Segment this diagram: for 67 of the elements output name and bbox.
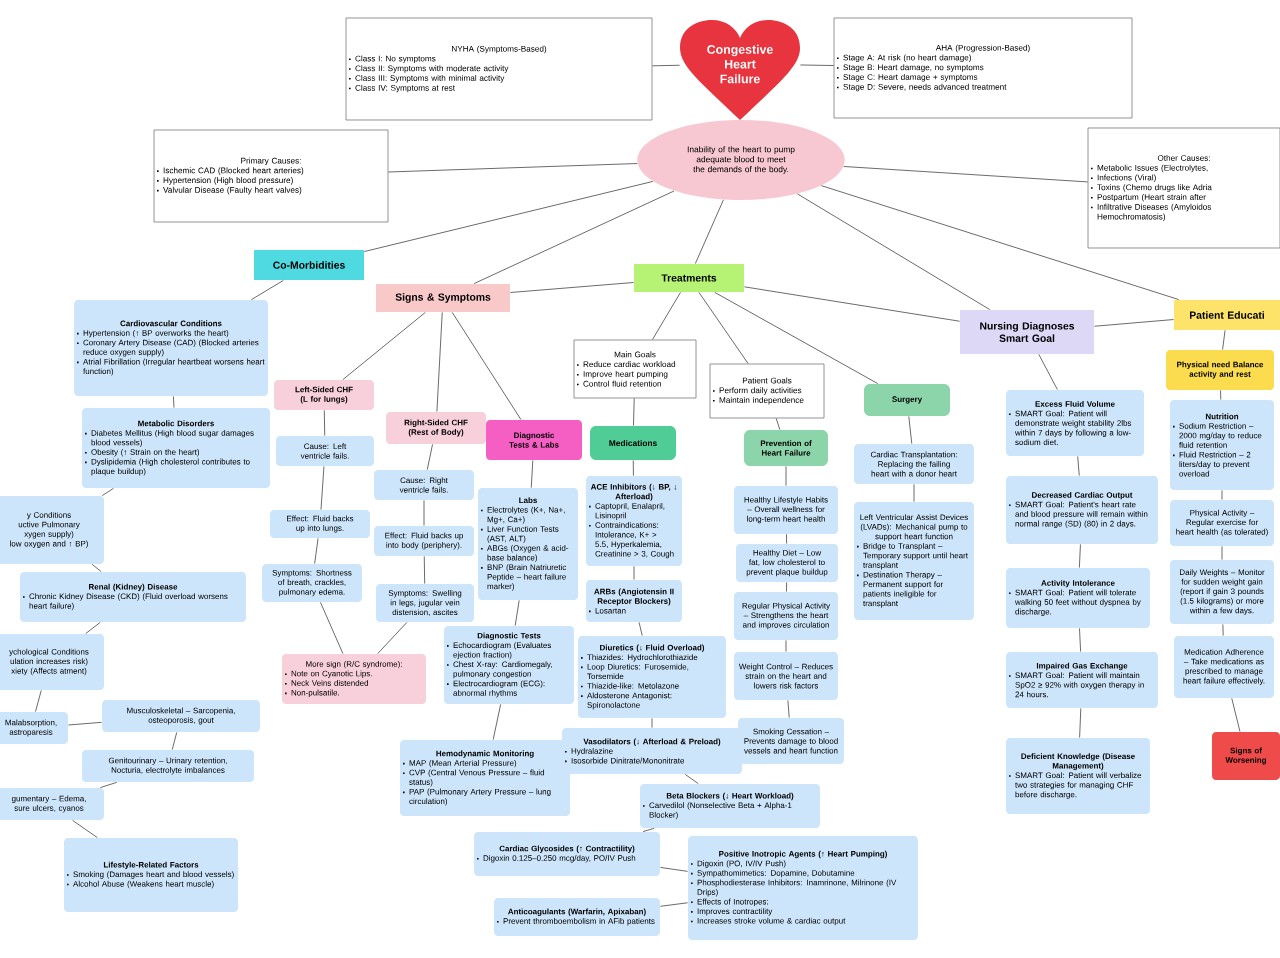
connector-line: [509, 282, 635, 293]
connector-line: [787, 699, 790, 719]
connector-line: [652, 291, 681, 341]
connector-line: [99, 781, 118, 789]
connector-line: [908, 415, 913, 445]
connector-line: [1221, 489, 1223, 501]
connector-line: [1093, 319, 1175, 327]
connector-line: [1038, 353, 1058, 391]
connector-line: [423, 499, 425, 527]
connector-line: [91, 563, 102, 573]
connector-line: [659, 902, 689, 907]
connector-line: [1078, 543, 1081, 569]
connector-line: [473, 190, 675, 285]
connector-line: [426, 443, 433, 471]
connector-line: [251, 279, 284, 301]
connector-line: [1220, 389, 1222, 401]
connector-line: [638, 621, 643, 637]
connector-line: [1077, 455, 1080, 477]
connector-line: [1221, 545, 1223, 561]
connector-line: [1231, 697, 1241, 733]
connector-line: [659, 867, 689, 872]
connector-line: [799, 64, 835, 66]
connector-line: [436, 311, 443, 413]
connector-line: [633, 565, 635, 581]
connector-line: [320, 601, 344, 655]
connector-line: [342, 311, 426, 381]
connector-line: [1222, 623, 1224, 637]
connector-line: [786, 581, 788, 593]
connector-line: [492, 703, 502, 741]
connector-line: [786, 533, 788, 545]
connector-line: [1222, 329, 1226, 351]
connector-line: [743, 286, 961, 322]
connector-line: [387, 163, 638, 173]
connector-line: [785, 639, 787, 653]
connector-line: [451, 311, 522, 421]
connector-line: [785, 465, 787, 487]
connector-line: [684, 773, 699, 785]
connector-line: [173, 395, 175, 409]
connector-line: [423, 555, 426, 585]
connector-line: [35, 689, 42, 713]
connector-line: [698, 291, 749, 365]
connector-line: [1079, 707, 1082, 739]
connector-line: [363, 181, 654, 252]
connector-line: [67, 721, 103, 726]
connector-line: [514, 599, 520, 627]
connector-line: [101, 487, 114, 497]
connector-line: [530, 459, 534, 489]
connector-line: [642, 827, 655, 833]
connector-line: [797, 193, 991, 311]
connector-line: [694, 199, 724, 265]
connector-line: [320, 465, 325, 511]
connector-line: [377, 621, 408, 655]
connector-line: [171, 731, 178, 751]
connector-line: [632, 459, 634, 477]
connector-line: [913, 483, 915, 503]
connector-line: [314, 537, 319, 565]
connector-line: [714, 291, 879, 385]
connector-line: [1079, 627, 1082, 653]
connector-line: [85, 621, 101, 635]
connector-line: [323, 409, 326, 437]
connector-line: [775, 417, 781, 431]
connector-line: [820, 185, 1180, 301]
connector-line: [843, 166, 1089, 183]
connector-line: [651, 717, 653, 729]
connector-line: [72, 819, 98, 839]
connector-line: [633, 397, 635, 427]
connector-line: [651, 64, 681, 67]
